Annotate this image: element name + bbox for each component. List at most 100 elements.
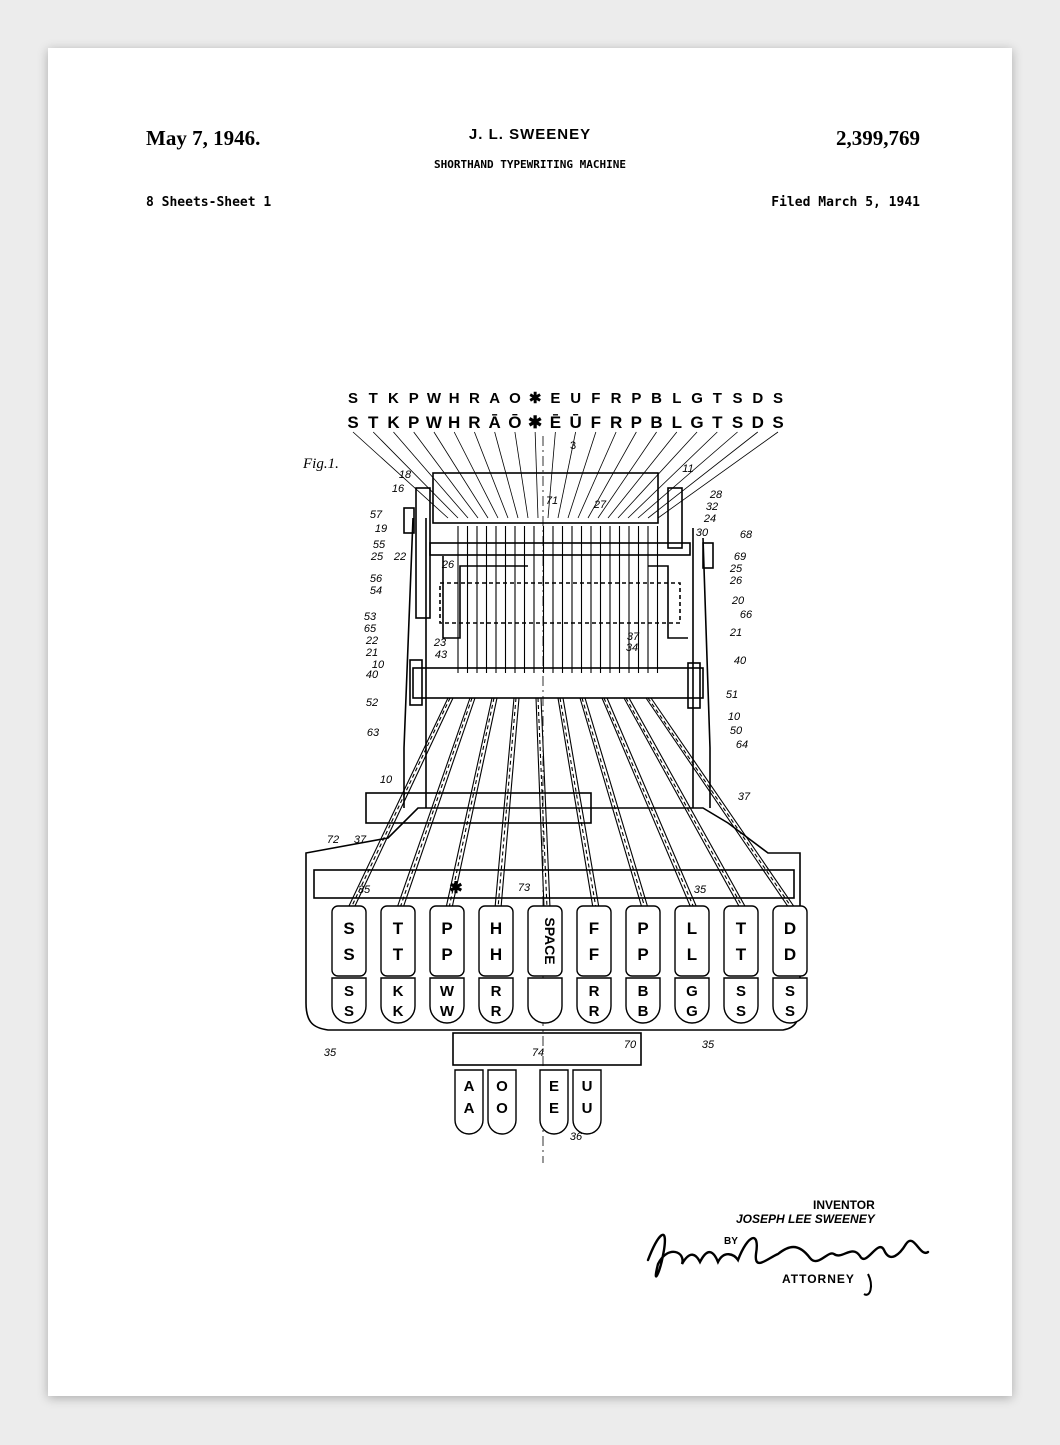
letter-leader [587, 431, 637, 519]
letter-leader [577, 431, 617, 519]
steno-letter-top: D [752, 390, 763, 407]
key-lower: SS [772, 977, 808, 1024]
key-link [353, 697, 454, 909]
key-label: L [687, 919, 697, 938]
steno-letter-top: P [631, 390, 641, 407]
inventor-name: JOSEPH LEE SWEENEY [736, 1212, 875, 1226]
key-link [535, 697, 545, 909]
ref-numeral-left: 54 [370, 585, 382, 597]
steno-letter-bottom: W [426, 413, 443, 432]
letter-leader [453, 431, 499, 519]
section-mark: 3 [570, 440, 576, 452]
letter-leader [474, 431, 509, 519]
key-link [494, 697, 515, 909]
ref-numeral: 23 [433, 637, 447, 649]
thumb-key-cap [454, 1069, 484, 1135]
ref-numeral: 34 [626, 642, 638, 654]
letter-leader [617, 431, 698, 519]
key-lower: SS [723, 977, 759, 1024]
key-cap-upper [478, 905, 514, 977]
key-label: F [589, 945, 599, 964]
key-link [645, 697, 790, 909]
key-upper: LL [674, 905, 710, 977]
thumb-key-label: O [496, 1078, 508, 1095]
key-link [557, 697, 594, 909]
steno-letter-top: R [469, 390, 480, 407]
left-upright [415, 487, 431, 619]
key-lower: SS [331, 977, 367, 1024]
filed-date: Filed March 5, 1941 [771, 195, 920, 210]
letter-leader [657, 431, 779, 519]
key-thumb: OO [487, 1069, 517, 1135]
letter-leader [597, 431, 657, 519]
steno-letter-top: U [570, 390, 581, 407]
key-link-hidden [350, 697, 451, 909]
ref-numeral-right: 25 [729, 563, 743, 575]
letter-leader [557, 431, 577, 519]
key-cap-lower [625, 977, 661, 1024]
key-label: F [589, 919, 599, 938]
key-link [396, 697, 471, 909]
side-plates [425, 518, 694, 808]
ref-numeral-left: 40 [366, 669, 379, 681]
steno-letter-top: ✱ [529, 390, 542, 407]
key-cap-upper [723, 905, 759, 977]
ref-numeral-left: 53 [364, 611, 377, 623]
patent-title: SHORTHAND TYPEWRITING MACHINE [433, 158, 627, 171]
steno-letter-top: O [509, 390, 521, 407]
key-label: D [784, 919, 796, 938]
steno-letter-top: R [611, 390, 622, 407]
letter-leader [627, 431, 718, 519]
key-link [628, 697, 747, 909]
key-label: K [393, 983, 404, 1000]
ref-numeral-right: 64 [736, 739, 748, 751]
ref-numeral-left: 65 [364, 623, 377, 635]
key-label: K [393, 1003, 404, 1020]
key-cap-lower [772, 977, 808, 1024]
post-left-lower [409, 659, 423, 706]
key-lower: GG [674, 977, 710, 1024]
ref-numeral-right: 26 [729, 575, 743, 587]
key-link [650, 697, 796, 909]
letter-leader [534, 431, 539, 519]
steno-letter-bottom: F [591, 413, 601, 432]
key-label: B [638, 983, 649, 1000]
steno-letter-bottom: T [368, 413, 379, 432]
key-link-hidden [647, 697, 793, 909]
key-cap-upper [331, 905, 367, 977]
key-link [347, 697, 449, 909]
thumb-key-cap [539, 1069, 569, 1135]
letter-leader [393, 431, 469, 519]
key-lower [527, 977, 563, 1024]
attorney-signature [646, 1233, 930, 1296]
ref-numeral-right: 20 [731, 595, 745, 607]
bail-bar [412, 667, 704, 699]
letter-leader [413, 431, 479, 519]
thumb-key-label: E [549, 1078, 559, 1095]
asterisk-key-mark: ✱ [449, 880, 462, 897]
steno-letter-top: W [427, 390, 442, 407]
ref-numeral: 70 [624, 1039, 637, 1051]
key-upper: DD [772, 905, 808, 977]
ref-numeral: 43 [435, 649, 448, 661]
ref-numeral-left: 63 [367, 727, 380, 739]
signature-block: INVENTOR JOSEPH LEE SWEENEY BY ATTORNEY [638, 1194, 938, 1304]
steno-letter-top: E [550, 390, 560, 407]
key-cap-upper [527, 905, 563, 977]
key-link-hidden [537, 697, 548, 909]
key-link-hidden [559, 697, 597, 909]
key-cap-lower [331, 977, 367, 1024]
steno-letter-top: A [489, 390, 500, 407]
key-cap-lower [380, 977, 416, 1024]
key-label: R [491, 1003, 502, 1020]
post-left [403, 507, 415, 534]
key-link [402, 697, 476, 909]
key-upper: FF [576, 905, 612, 977]
key-cap-lower [723, 977, 759, 1024]
key-upper: TT [723, 905, 759, 977]
letter-leader [494, 431, 519, 519]
ref-numeral: 35 [694, 884, 707, 896]
steno-letter-bottom: G [690, 413, 703, 432]
